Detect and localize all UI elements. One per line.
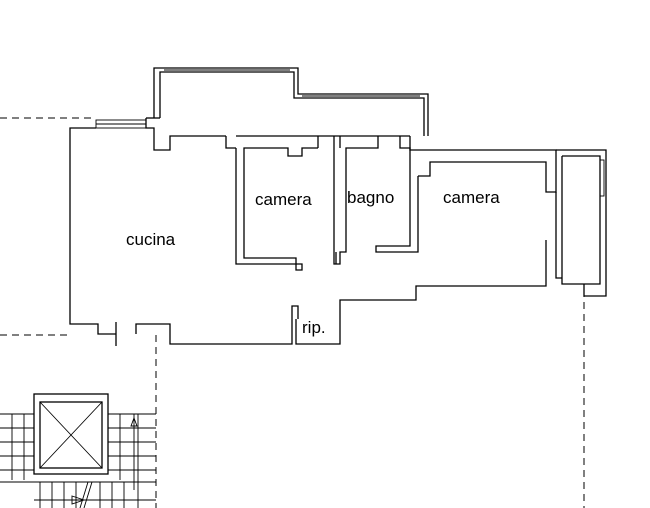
property-boundary <box>0 117 585 508</box>
stair-lift-block <box>0 393 156 508</box>
room-label-camera-right: camera <box>443 188 500 207</box>
outer-walls <box>69 67 607 346</box>
room-label-bagno: bagno <box>347 188 395 207</box>
interior-walls <box>235 136 419 271</box>
room-label-camera-left: camera <box>255 190 312 209</box>
room-label-ripostiglio: rip. <box>302 318 326 337</box>
room-label-cucina: cucina <box>126 230 176 249</box>
